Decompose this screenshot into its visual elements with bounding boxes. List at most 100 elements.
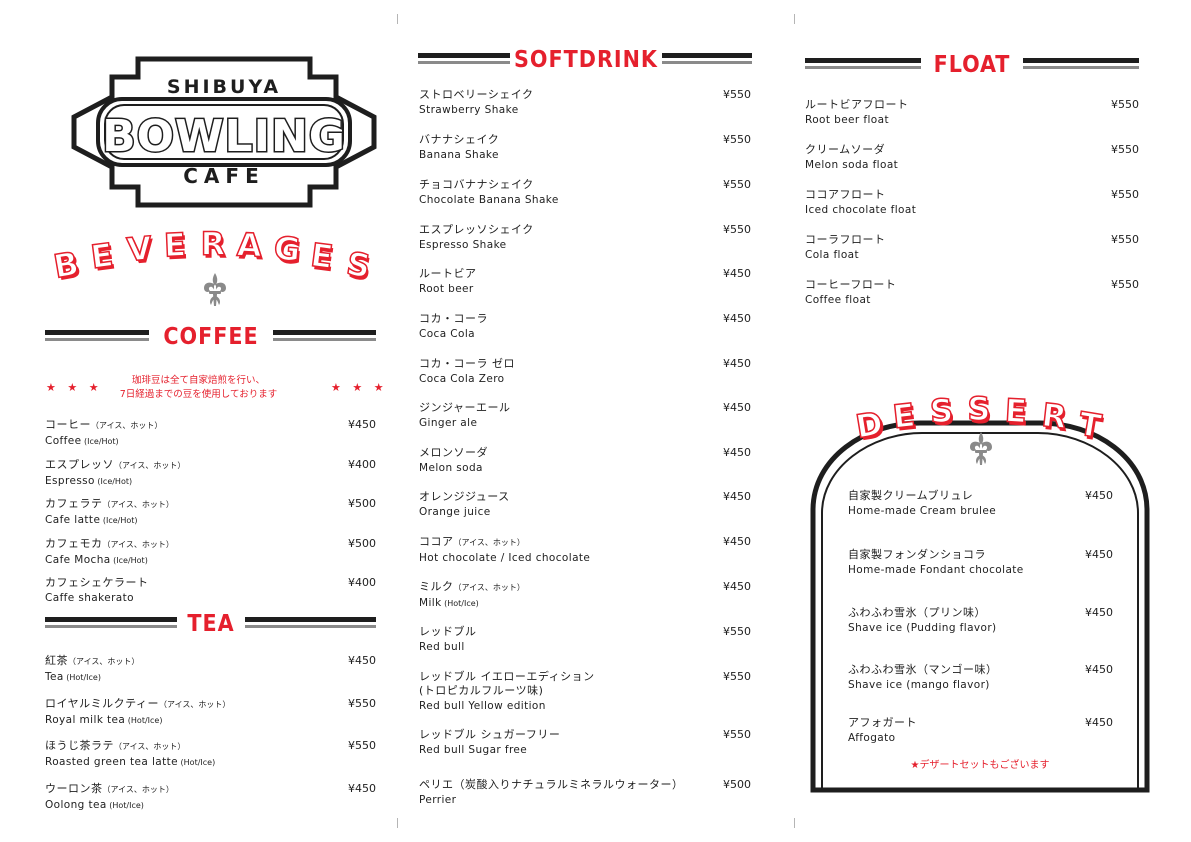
item-name-jp: カフェラテ（アイス、ホット） bbox=[45, 497, 174, 510]
item-name-en: Melon soda bbox=[419, 462, 483, 474]
item-note-jp: （アイス、ホット） bbox=[114, 742, 186, 751]
fold-mark bbox=[794, 818, 795, 828]
item-name-en: Banana Shake bbox=[419, 149, 499, 161]
menu-item: ペリエ（炭酸入りナチュラルミネラルウォーター）Perrier··········… bbox=[419, 778, 751, 807]
coffee-note-line2: 7日経過までの豆を使用しております bbox=[119, 389, 278, 400]
item-name-en: Root beer float bbox=[805, 114, 889, 126]
menu-item: アフォガートAffogato··························… bbox=[848, 716, 1113, 745]
item-name-jp: ミルク（アイス、ホット） bbox=[419, 580, 525, 593]
item-name-en: Home-made Cream brulee bbox=[848, 505, 997, 517]
item-price: ¥550 bbox=[723, 223, 751, 236]
item-price: ¥450 bbox=[723, 446, 751, 459]
item-name-en: Milk (Hot/Ice) bbox=[419, 597, 479, 609]
item-name-en: Coffee (Ice/Hot) bbox=[45, 435, 119, 447]
item-name-en: Iced chocolate float bbox=[805, 204, 917, 216]
item-name-jp: ココア（アイス、ホット） bbox=[419, 535, 525, 548]
menu-item: ロイヤルミルクティー（アイス、ホット）Royal milk tea (Hot/I… bbox=[45, 697, 376, 728]
item-price: ¥450 bbox=[723, 357, 751, 370]
item-name-en: Home-made Fondant chocolate bbox=[848, 564, 1024, 576]
item-price: ¥550 bbox=[1111, 233, 1139, 246]
item-name-en: Orange juice bbox=[419, 506, 491, 518]
fold-mark bbox=[794, 14, 795, 24]
item-price: ¥450 bbox=[723, 267, 751, 280]
fleur-ornament-icon bbox=[970, 432, 992, 465]
menu-item: コーヒー（アイス、ホット）Coffee (Ice/Hot)···········… bbox=[45, 418, 376, 449]
shibuya-bowling-cafe-logo: SHIBUYA BOWLING CAFE bbox=[68, 53, 380, 211]
item-name-jp: クリームソーダ bbox=[805, 143, 886, 156]
item-name-jp: オレンジジュース bbox=[419, 490, 510, 503]
tea-section-header: TEA bbox=[45, 607, 376, 641]
item-price: ¥450 bbox=[723, 535, 751, 548]
menu-item: ココア（アイス、ホット）Hot chocolate / Iced chocola… bbox=[419, 535, 751, 565]
item-name-en: Caffe shakerato bbox=[45, 592, 134, 604]
item-name-jp: コーラフロート bbox=[805, 233, 886, 246]
item-price: ¥550 bbox=[723, 88, 751, 101]
dessert-frame bbox=[810, 420, 1150, 793]
item-name-jp: 自家製クリームブリュレ bbox=[848, 489, 974, 502]
item-price: ¥550 bbox=[1111, 188, 1139, 201]
item-name-en: Coca Cola Zero bbox=[419, 373, 505, 385]
item-name-jp: ストロベリーシェイク bbox=[419, 88, 534, 101]
title-letter: S bbox=[344, 243, 375, 286]
item-note-en: (Ice/Hot) bbox=[100, 516, 138, 525]
item-name-en: Shave ice (Pudding flavor) bbox=[848, 622, 997, 634]
item-note-en: (Hot/Ice) bbox=[125, 715, 163, 725]
item-note-jp: （アイス、ホット） bbox=[453, 583, 525, 592]
item-name-en: Red bull Sugar free bbox=[419, 744, 528, 756]
item-price: ¥450 bbox=[1085, 606, 1113, 619]
item-name-en: Perrier bbox=[419, 794, 457, 806]
item-price: ¥550 bbox=[723, 625, 751, 638]
item-price: ¥550 bbox=[1111, 98, 1139, 111]
item-price: ¥450 bbox=[1085, 548, 1113, 561]
item-note-en: (Hot/Ice) bbox=[106, 800, 144, 810]
menu-item: ミルク（アイス、ホット）Milk (Hot/Ice)··············… bbox=[419, 580, 751, 611]
fold-mark bbox=[397, 14, 398, 24]
item-name-jp: コカ・コーラ ゼロ bbox=[419, 357, 515, 370]
title-letter: E bbox=[890, 395, 918, 437]
dessert-set-note: ★デザートセットもございます bbox=[910, 760, 1050, 771]
item-name-jp: メロンソーダ bbox=[419, 446, 488, 459]
item-note-jp: （アイス、ホット） bbox=[453, 538, 525, 547]
item-name-en: Coffee float bbox=[805, 294, 871, 306]
item-note-en: (Ice/Hot) bbox=[94, 476, 133, 486]
item-name-en: Red bull Yellow edition bbox=[419, 700, 546, 712]
item-name-en: Espresso Shake bbox=[419, 239, 507, 251]
tea-title: TEA bbox=[187, 611, 235, 637]
logo-bottom-text: CAFE bbox=[183, 164, 264, 188]
item-name-jp: カフェシェケラート bbox=[45, 576, 149, 589]
menu-item: 紅茶（アイス、ホット）Tea (Hot/Ice)················… bbox=[45, 654, 376, 685]
item-price: ¥550 bbox=[723, 670, 751, 683]
title-letter: B bbox=[50, 243, 82, 286]
coffee-note-line1: 珈琲豆は全て自家焙煎を行い、 bbox=[131, 375, 265, 386]
item-price: ¥550 bbox=[348, 739, 376, 752]
item-name-en: Ginger ale bbox=[419, 417, 478, 429]
title-letter: S bbox=[929, 390, 956, 431]
item-name-jp: コーヒー（アイス、ホット） bbox=[45, 418, 163, 431]
item-name-en: Roasted green tea latte (Hot/Ice) bbox=[45, 756, 216, 768]
item-name-en: Root beer bbox=[419, 283, 474, 295]
item-price: ¥550 bbox=[723, 133, 751, 146]
item-price: ¥450 bbox=[348, 654, 376, 667]
item-note-en: (Hot/Ice) bbox=[441, 599, 479, 608]
title-letter: T bbox=[1075, 404, 1104, 447]
item-name-jp: ココアフロート bbox=[805, 188, 886, 201]
item-name-jp: ジンジャーエール bbox=[419, 401, 511, 414]
item-name-en: Chocolate Banana Shake bbox=[419, 194, 559, 206]
item-name-en: Strawberry Shake bbox=[419, 104, 519, 116]
fold-mark bbox=[397, 818, 398, 828]
item-price: ¥400 bbox=[348, 576, 376, 589]
